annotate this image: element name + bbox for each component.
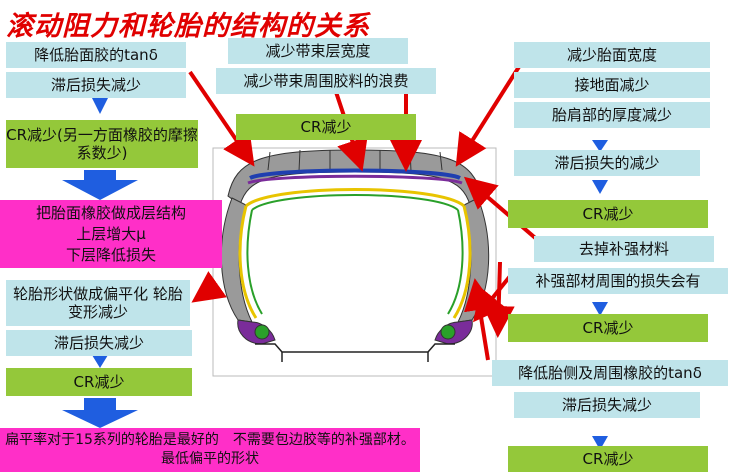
right-box-shoulder-thickness: 胎肩部的厚度减少 [514, 102, 710, 128]
left-box-reduce-tread-tan: 降低胎面胶的tanδ [6, 42, 186, 68]
right-box-sidewall-tan: 降低胎侧及周围橡胶的tanδ [492, 360, 728, 386]
flow-arrows-left [62, 98, 138, 428]
left-box-layered-tread: 把胎面橡胶做成层结构 上层增大μ 下层降低损失 [0, 200, 222, 268]
left-box-hysteresis-reduce-2: 滞后损失减少 [6, 330, 192, 356]
left-box-aspect-ratio-note: 扁平率对于15系列的轮胎是最好的 不需要包边胶等的补强部材。最低偏平的形状 [0, 428, 420, 472]
right-box-hysteresis-reduce: 滞后损失的减少 [514, 150, 700, 176]
right-box-cr-reduce-1: CR减少 [508, 200, 708, 228]
tire-cross-section [212, 147, 497, 377]
diagram-title: 滚动阻力和轮胎的结构的关系 [6, 11, 370, 42]
right-box-reduce-tread-width: 减少胎面宽度 [514, 42, 710, 68]
right-box-hysteresis-reduce-2: 滞后损失减少 [514, 392, 700, 418]
left-box-flatten-profile: 轮胎形状做成偏平化 轮胎变形减少 [6, 280, 190, 326]
right-box-reinforcement-loss: 补强部材周围的损失会有 [508, 268, 728, 294]
layered-tread-line-2: 上层增大μ [76, 224, 146, 243]
flow-arrows-right [592, 140, 608, 450]
layered-tread-line-1: 把胎面橡胶做成层结构 [35, 203, 186, 222]
center-box-cr-reduce: CR减少 [236, 114, 416, 140]
center-box-reduce-belt-width: 减少带束层宽度 [228, 38, 408, 64]
left-box-cr-reduce-2: CR减少 [6, 368, 192, 396]
left-box-cr-reduce-friction: CR减少(另一方面橡胶的摩擦系数少) [6, 120, 198, 168]
right-box-remove-reinforcement: 去掉补强材料 [534, 236, 714, 262]
right-box-cr-reduce-3: CR减少 [508, 446, 708, 472]
right-box-cr-reduce-2: CR减少 [508, 314, 708, 342]
right-box-contact-area-reduce: 接地面减少 [514, 72, 710, 98]
center-box-reduce-belt-rubber: 减少带束周围胶料的浪费 [216, 68, 436, 94]
layered-tread-line-3: 下层降低损失 [65, 245, 156, 264]
left-box-hysteresis-reduce: 滞后损失减少 [6, 72, 186, 98]
